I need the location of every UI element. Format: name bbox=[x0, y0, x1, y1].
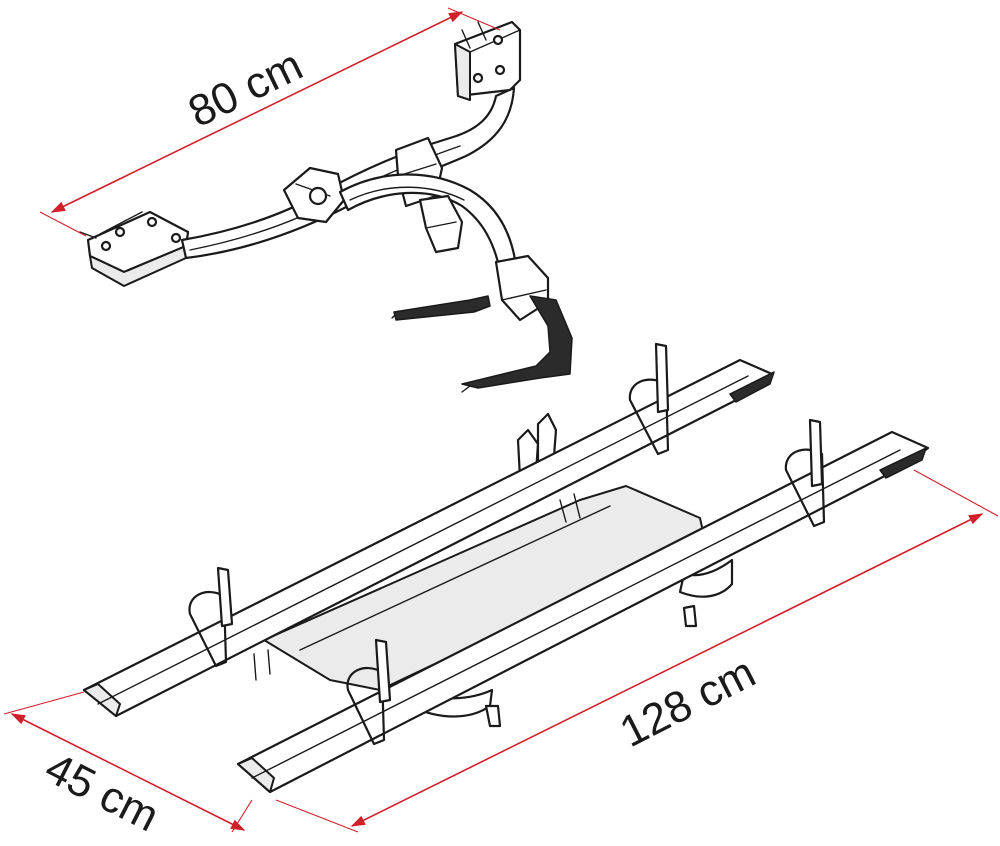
depth-label: 45 cm bbox=[37, 743, 166, 841]
length-label: 128 cm bbox=[612, 648, 763, 757]
dimension-depth: 45 cm bbox=[3, 691, 253, 841]
left-wall-bracket bbox=[79, 210, 190, 287]
width-label: 80 cm bbox=[181, 40, 310, 137]
right-wall-bracket bbox=[453, 20, 522, 101]
